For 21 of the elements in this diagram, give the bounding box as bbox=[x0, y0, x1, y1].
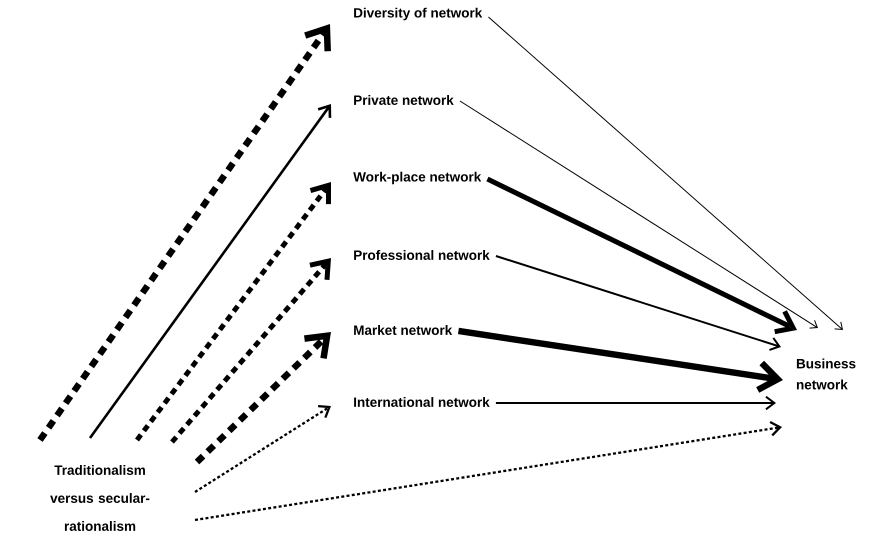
node-label: Business network bbox=[796, 358, 856, 390]
node-label: Professional network bbox=[354, 250, 490, 260]
arrow bbox=[488, 16, 843, 330]
arrow bbox=[496, 396, 776, 410]
node-label: International network bbox=[354, 397, 490, 407]
arrow bbox=[170, 258, 331, 444]
node-label: Work-place network bbox=[353, 172, 482, 184]
arrow bbox=[194, 332, 331, 464]
node-label: Diversity of network bbox=[354, 8, 482, 20]
arrow bbox=[459, 100, 818, 329]
arrow bbox=[88, 104, 332, 439]
arrow bbox=[496, 255, 781, 351]
arrow bbox=[194, 420, 782, 522]
node-label: Market network bbox=[354, 325, 452, 335]
arrow bbox=[458, 328, 783, 393]
arrow bbox=[194, 404, 331, 493]
arrow bbox=[486, 176, 797, 334]
node-label: Private network bbox=[354, 95, 454, 105]
node-label: Traditionalism versus secular-rationalism bbox=[50, 465, 150, 531]
arrow bbox=[135, 182, 331, 442]
arrow bbox=[37, 24, 331, 442]
